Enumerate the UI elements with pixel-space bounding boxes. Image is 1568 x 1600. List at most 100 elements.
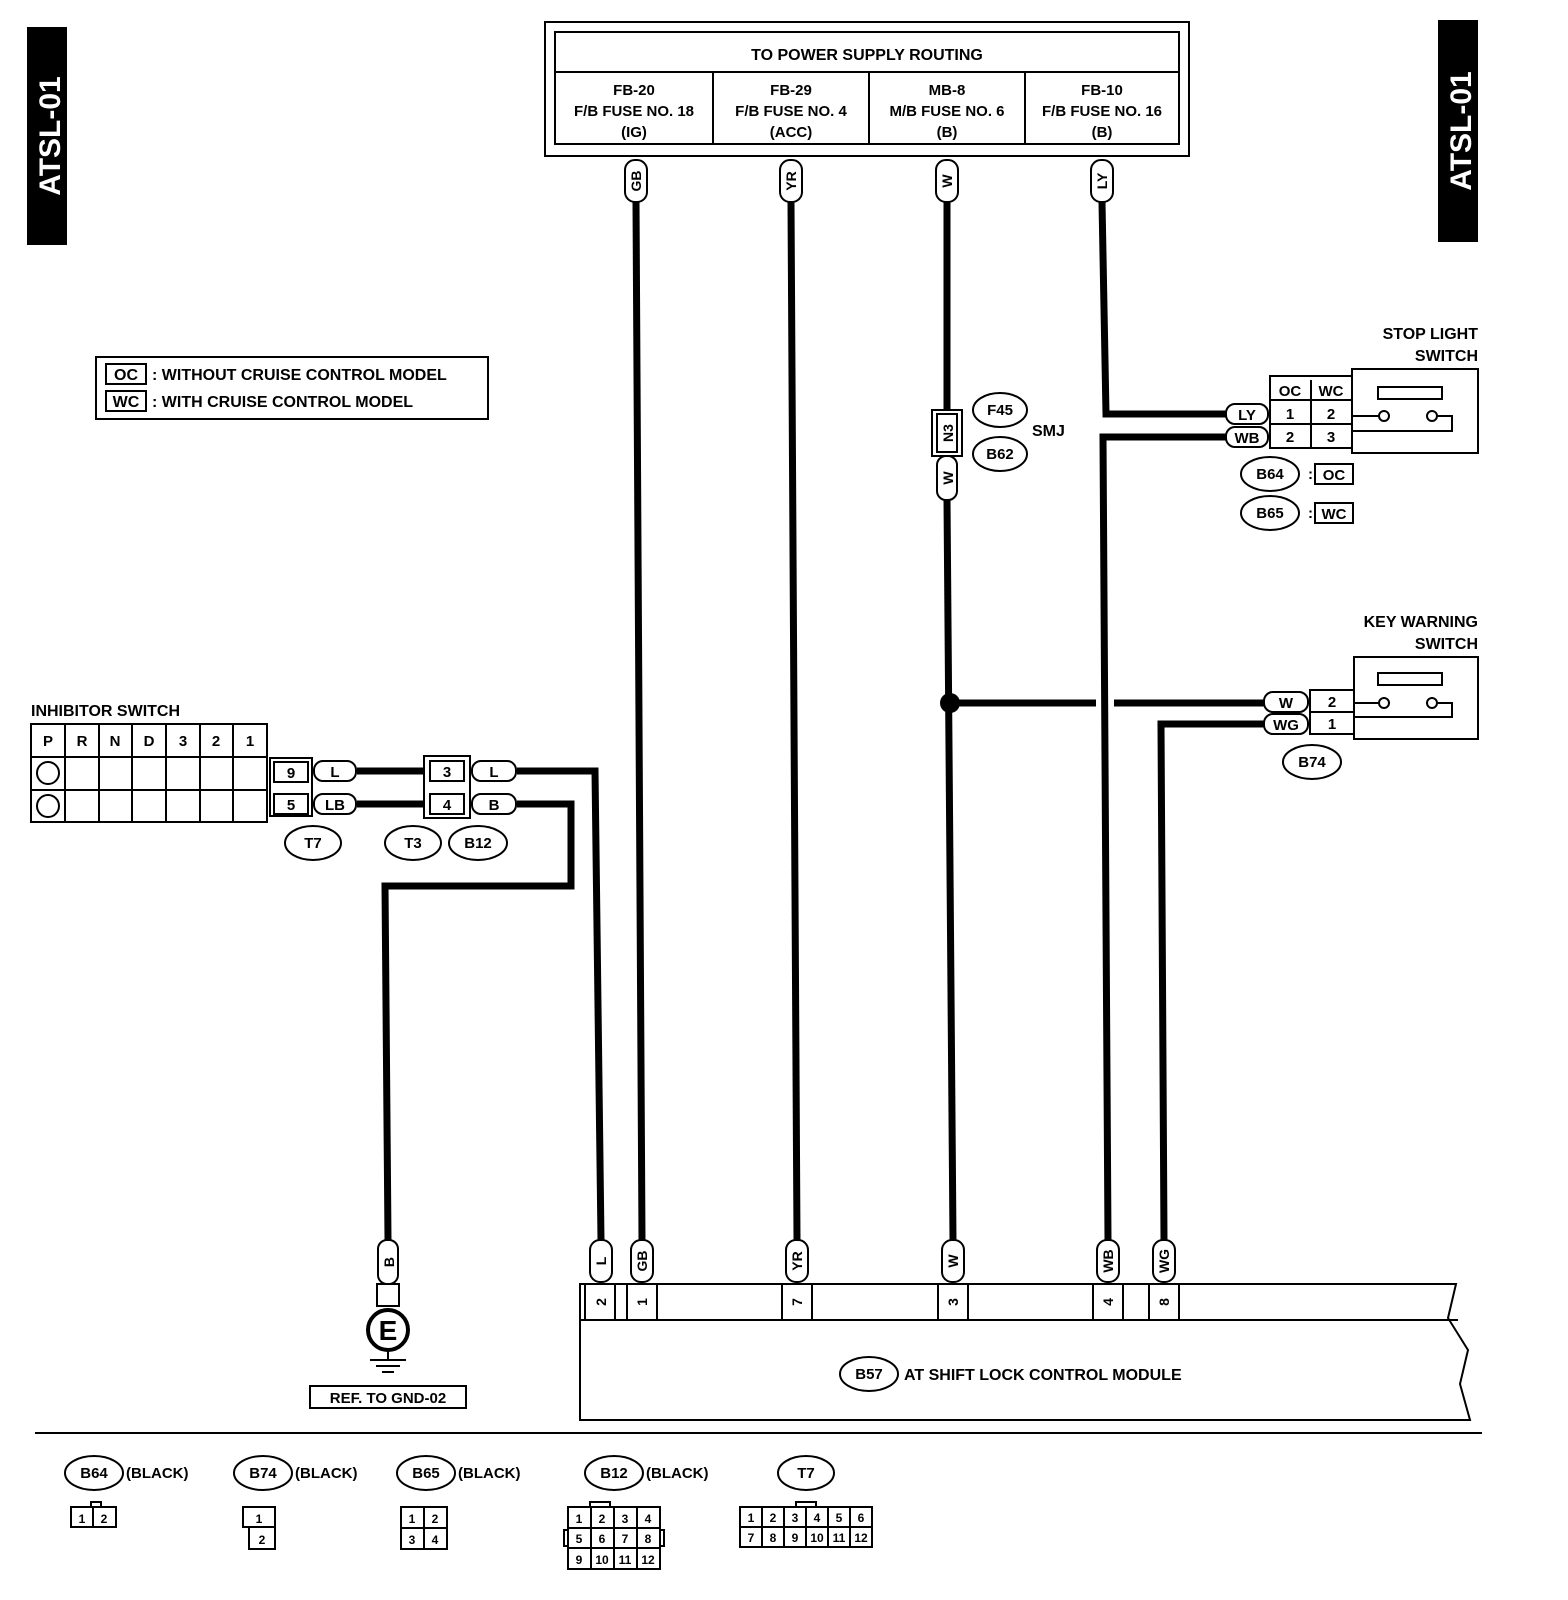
svg-text:(ACC): (ACC) [770,124,813,141]
svg-text:B: B [381,1257,397,1267]
svg-text:B74: B74 [1298,754,1326,771]
svg-text:M/B FUSE NO. 6: M/B FUSE NO. 6 [889,103,1004,120]
svg-text:7: 7 [789,1298,805,1306]
svg-text:3: 3 [945,1298,961,1306]
fuse-fb20: FB-20 F/B FUSE NO. 18 (IG) [574,82,694,141]
module-conn: B57 [855,1366,883,1383]
svg-text:B12: B12 [600,1465,628,1482]
svg-text:7: 7 [622,1532,629,1546]
svg-text:FB-29: FB-29 [770,82,812,99]
connector-view-b64: B64 (BLACK) 1 2 [64,1455,188,1528]
wire-label-top-yr: YR [779,159,803,203]
svg-text:1: 1 [256,1512,263,1526]
svg-text:F/B FUSE NO. 4: F/B FUSE NO. 4 [735,103,847,120]
shift-lock-module: B57 AT SHIFT LOCK CONTROL MODULE [579,1283,1472,1421]
svg-text:N: N [110,733,121,750]
svg-text:B: B [489,797,500,814]
svg-text:2: 2 [1328,694,1336,711]
svg-text:4: 4 [1100,1298,1116,1306]
svg-text:1: 1 [409,1512,416,1526]
svg-text:F/B FUSE NO. 16: F/B FUSE NO. 16 [1042,103,1162,120]
wire-label-top-gb: GB [624,159,648,203]
svg-text:P: P [43,733,53,750]
svg-text:L: L [593,1256,609,1265]
stop-light-title-2: SWITCH [1415,348,1478,365]
svg-text:1: 1 [1286,406,1294,423]
inhibitor-title: INHIBITOR SWITCH [31,703,180,720]
fuse-mb8: MB-8 M/B FUSE NO. 6 (B) [889,82,1004,141]
svg-text::: : [1308,466,1313,483]
svg-text:2: 2 [593,1298,609,1306]
svg-text:12: 12 [641,1553,655,1567]
svg-text:4: 4 [443,797,452,814]
wire-yr [787,201,801,1241]
connector-view-b74: B74 (BLACK) 1 2 [233,1455,357,1550]
splice-junction [940,693,960,713]
svg-text:WC: WC [1322,506,1347,523]
page-tag-left: ATSL-01 [27,27,67,245]
svg-text:12: 12 [854,1531,868,1545]
inhibitor-switch: INHIBITOR SWITCH P R N D 3 2 1 9 5 L LB … [30,703,517,861]
ground-symbol-label: E [379,1315,398,1346]
smj-junction: N3 W F45 B62 SMJ [931,392,1065,501]
svg-text:LB: LB [325,797,345,814]
smj-conn-b62: B62 [986,446,1014,463]
wire-gb [632,201,646,1241]
svg-text:5: 5 [836,1511,843,1525]
svg-text:3: 3 [622,1512,629,1526]
module-pin-w: W 3 [941,1239,965,1306]
svg-text:1: 1 [246,733,254,750]
wire-label-top-ly: LY [1090,159,1114,203]
svg-text:4: 4 [814,1511,821,1525]
svg-text:2: 2 [432,1512,439,1526]
wire-l [517,767,605,1241]
key-warning-title-2: SWITCH [1415,636,1478,653]
svg-text:1: 1 [79,1512,86,1526]
svg-text:2: 2 [1286,429,1294,446]
svg-text:3: 3 [409,1533,416,1547]
svg-text:3: 3 [1327,429,1335,446]
svg-text:4: 4 [645,1512,652,1526]
svg-text:(B): (B) [1092,124,1113,141]
module-pins: L 2 GB 1 YR 7 W 3 WB 4 WG 8 [589,1239,1176,1306]
svg-text:10: 10 [810,1531,824,1545]
svg-text:9: 9 [287,765,295,782]
svg-text:9: 9 [576,1553,583,1567]
svg-text:11: 11 [833,1531,846,1545]
wire-wb [1099,433,1226,1241]
wire-wg [1157,720,1264,1241]
smj-pin: N3 [940,424,956,442]
wire-label-top-w: W [935,159,959,203]
svg-text:YR: YR [783,171,799,190]
wire-b-ground [381,800,575,1241]
svg-text:8: 8 [770,1531,777,1545]
svg-text:2: 2 [259,1533,266,1547]
module-pin-gb: GB 1 [630,1239,654,1306]
page-tag-right: ATSL-01 [1438,20,1478,242]
power-supply-title: TO POWER SUPPLY ROUTING [751,47,983,64]
svg-text:T3: T3 [404,835,422,852]
svg-text:FB-10: FB-10 [1081,82,1123,99]
connector-view-b12: B12 (BLACK) 1 2 3 4 5 6 7 8 9 10 11 12 [563,1455,708,1570]
svg-text:3: 3 [179,733,187,750]
svg-text:W: W [1279,695,1294,712]
svg-text:(B): (B) [937,124,958,141]
svg-text:(IG): (IG) [621,124,647,141]
ground-ref: REF. TO GND-02 [330,1390,446,1407]
wire-ly [1098,201,1226,418]
svg-text:(BLACK): (BLACK) [458,1465,520,1482]
smj-wire-label: W [940,471,956,485]
svg-text:6: 6 [858,1511,865,1525]
legend-box: OC : WITHOUT CRUISE CONTROL MODEL WC : W… [95,356,489,420]
svg-text:2: 2 [212,733,220,750]
svg-text:GB: GB [634,1251,650,1272]
power-supply-block: TO POWER SUPPLY ROUTING FB-20 F/B FUSE N… [544,21,1190,157]
wires [357,201,1264,1241]
svg-text:L: L [489,764,498,781]
svg-text:FB-20: FB-20 [613,82,655,99]
svg-text:6: 6 [599,1532,606,1546]
svg-text:1: 1 [634,1298,650,1306]
svg-text:GB: GB [628,171,644,192]
fuse-fb10: FB-10 F/B FUSE NO. 16 (B) [1042,82,1162,141]
svg-text:2: 2 [770,1511,777,1525]
